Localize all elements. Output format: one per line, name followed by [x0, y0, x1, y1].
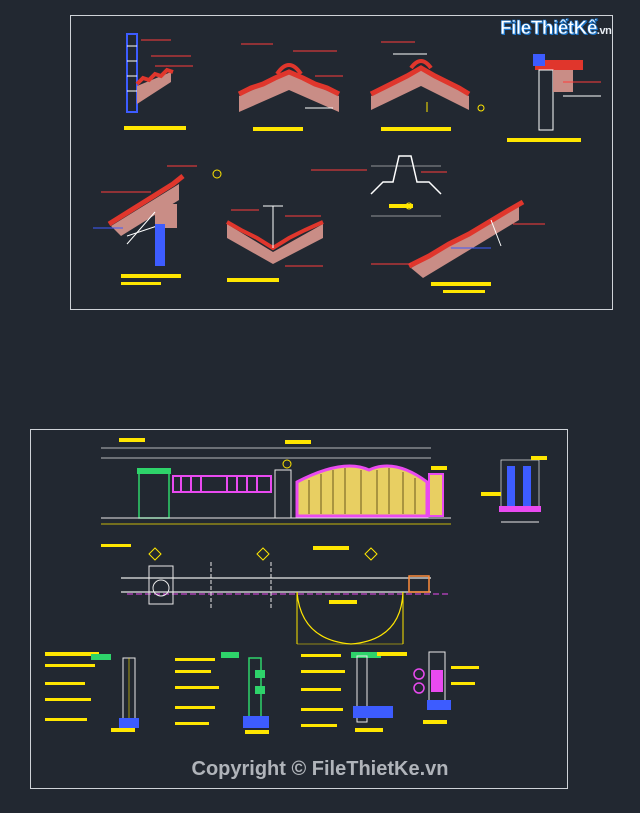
gate-details-drawing: [45, 438, 547, 734]
logo-thiet: Thiết: [530, 18, 574, 40]
detail-eave-corbel: [93, 165, 222, 285]
logo-domain: .vn: [596, 25, 612, 37]
detail-ridge: [237, 43, 343, 131]
logo-file: File: [500, 18, 532, 40]
gate-details-sheet: [30, 429, 568, 789]
gate-sections: [45, 651, 479, 734]
detail-hip: [369, 41, 485, 131]
pillar-detail: [481, 456, 547, 523]
detail-eave-wall: [124, 33, 193, 130]
detail-parapet: [507, 54, 601, 142]
gate-elevation: [101, 438, 451, 525]
roof-details-drawing: [93, 33, 601, 293]
detail-roof-slope: [371, 199, 545, 293]
logo-ke: Kế: [573, 18, 597, 40]
detail-gutter-profile: [311, 155, 447, 217]
detail-valley: [226, 205, 324, 282]
copyright-watermark: Copyright © FileThietKe.vn: [191, 758, 449, 780]
roof-details-sheet: [70, 15, 613, 310]
logo-text: FileThiếtKế.vn: [500, 18, 612, 40]
gate-plan: [101, 544, 451, 645]
filethietke-logo: FileThiếtKế.vn: [500, 14, 612, 44]
